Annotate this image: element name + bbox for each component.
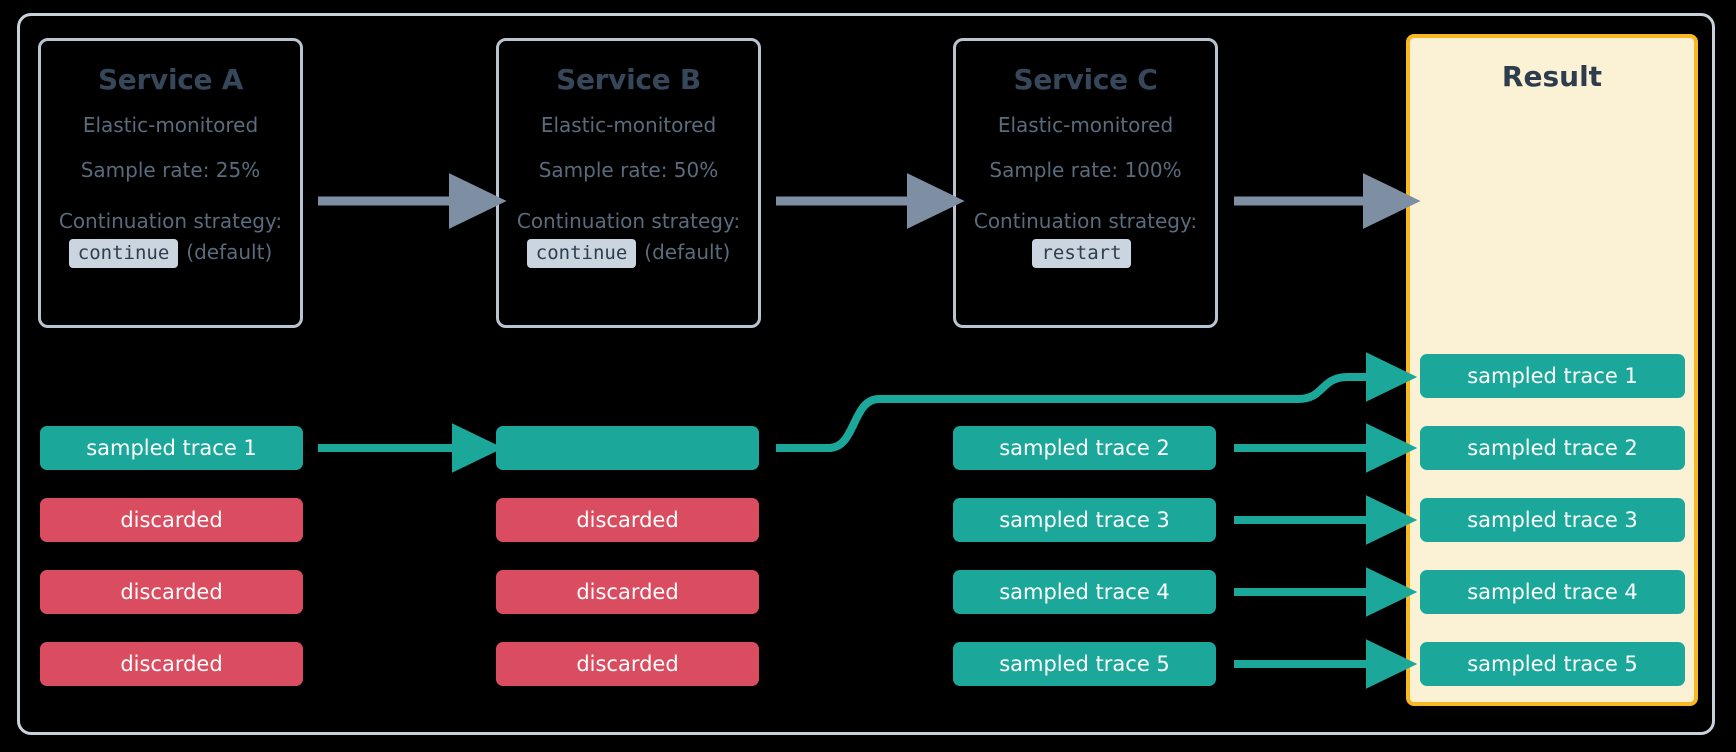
trace-pill-c-4: sampled trace 5 bbox=[953, 642, 1216, 686]
trace-pill-a-4: discarded bbox=[40, 642, 303, 686]
outer-container-frame bbox=[17, 13, 1715, 735]
trace-pill-b-4: discarded bbox=[496, 642, 759, 686]
service-card-b: Service B Elastic-monitored Sample rate:… bbox=[496, 38, 761, 328]
trace-pill-a-1: sampled trace 1 bbox=[40, 426, 303, 470]
trace-pill-c-1: sampled trace 2 bbox=[953, 426, 1216, 470]
result-pill-3: sampled trace 3 bbox=[1420, 498, 1685, 542]
service-c-sample-rate: Sample rate: 100% bbox=[989, 158, 1182, 182]
service-b-sample-rate: Sample rate: 50% bbox=[538, 158, 719, 182]
trace-pill-a-2: discarded bbox=[40, 498, 303, 542]
service-a-strategy-label: Continuation strategy: bbox=[58, 209, 283, 233]
trace-pill-b-3: discarded bbox=[496, 570, 759, 614]
trace-pill-c-3: sampled trace 4 bbox=[953, 570, 1216, 614]
service-a-strategy-note: (default) bbox=[186, 240, 273, 264]
service-b-strategy-label: Continuation strategy: bbox=[516, 209, 741, 233]
service-b-strategy-row: continue (default) bbox=[526, 239, 731, 268]
service-c-strategy-code: restart bbox=[1032, 239, 1131, 268]
result-title: Result bbox=[1501, 60, 1603, 93]
result-pill-5: sampled trace 5 bbox=[1420, 642, 1685, 686]
service-card-a: Service A Elastic-monitored Sample rate:… bbox=[38, 38, 303, 328]
service-c-strategy-label: Continuation strategy: bbox=[973, 209, 1198, 233]
trace-pill-b-1 bbox=[496, 426, 759, 470]
service-a-strategy-row: continue (default) bbox=[68, 239, 273, 268]
service-a-title: Service A bbox=[97, 63, 244, 96]
result-pill-4: sampled trace 4 bbox=[1420, 570, 1685, 614]
service-b-subtitle: Elastic-monitored bbox=[540, 113, 717, 137]
service-c-subtitle: Elastic-monitored bbox=[997, 113, 1174, 137]
service-b-strategy-code: continue bbox=[526, 239, 637, 268]
service-b-strategy-note: (default) bbox=[644, 240, 731, 264]
result-pill-2: sampled trace 2 bbox=[1420, 426, 1685, 470]
service-c-strategy-row: restart bbox=[1032, 239, 1138, 268]
trace-pill-a-3: discarded bbox=[40, 570, 303, 614]
service-a-strategy-code: continue bbox=[68, 239, 179, 268]
service-c-title: Service C bbox=[1013, 63, 1158, 96]
service-a-sample-rate: Sample rate: 25% bbox=[80, 158, 261, 182]
result-pill-1: sampled trace 1 bbox=[1420, 354, 1685, 398]
service-b-title: Service B bbox=[556, 63, 701, 96]
service-card-c: Service C Elastic-monitored Sample rate:… bbox=[953, 38, 1218, 328]
trace-pill-c-2: sampled trace 3 bbox=[953, 498, 1216, 542]
trace-pill-b-2: discarded bbox=[496, 498, 759, 542]
service-a-subtitle: Elastic-monitored bbox=[82, 113, 259, 137]
